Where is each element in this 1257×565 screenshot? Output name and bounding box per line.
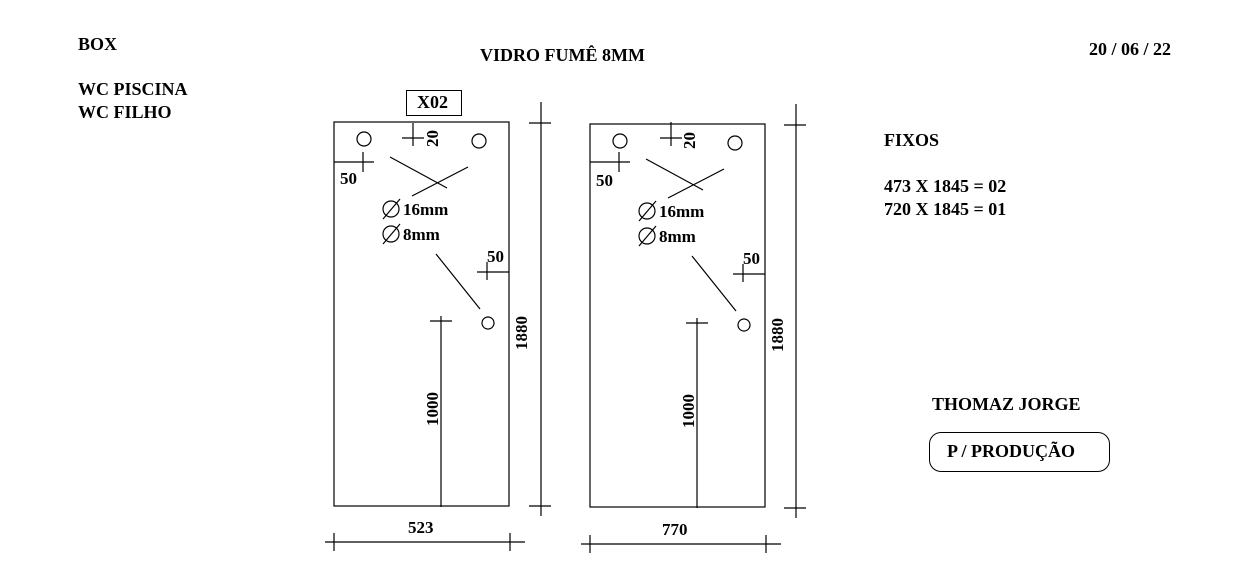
summary-line-2: 720 X 1845 = 01 <box>884 199 1007 219</box>
panel-1-outline <box>333 121 510 507</box>
panel-2-offset-side-label: 50 <box>596 171 613 190</box>
drawing-title: VIDRO FUMÊ 8MM <box>480 45 645 65</box>
panel-1-hole-left <box>356 131 372 147</box>
panel-tag-box <box>406 90 462 116</box>
panel-2-hole-left <box>612 133 628 149</box>
panel-2-width-label: 770 <box>662 520 688 539</box>
panel-1-large-hole-label: 16mm <box>403 200 448 219</box>
status-stamp: P / PRODUÇÃO <box>947 441 1075 461</box>
panel-2-small-hole-label: 8mm <box>659 227 696 246</box>
panel-2-hole-handle <box>737 318 751 332</box>
location-wc-filho: WC FILHO <box>78 102 172 122</box>
panel-1-offset-side-label: 50 <box>340 169 357 188</box>
panel-2-large-hole-label: 16mm <box>659 202 704 221</box>
panel-2-hole-right <box>727 135 743 151</box>
panel-1-width-label: 523 <box>408 518 434 537</box>
summary-line-1: 473 X 1845 = 02 <box>884 176 1007 196</box>
panel-1-height-label: 1880 <box>512 316 531 350</box>
panel-2-handle-height-label: 1000 <box>679 394 698 428</box>
panel-1-hole-right <box>471 133 487 149</box>
status-stamp-box <box>929 432 1110 472</box>
summary-heading: FIXOS <box>884 130 940 150</box>
location-wc-piscina: WC PISCINA <box>78 79 188 99</box>
panel-2-height-label: 1880 <box>768 318 787 352</box>
panel-2-offset-top-label: 20 <box>680 132 699 149</box>
drawing-date: 20 / 06 / 22 <box>1089 39 1172 59</box>
client-name: THOMAZ JORGE <box>932 394 1081 414</box>
panel-1-small-hole-label: 8mm <box>403 225 440 244</box>
panel-1-offset-top-label: 20 <box>423 130 442 147</box>
panel-2-offset-edge-label: 50 <box>743 249 760 268</box>
panel-1-offset-edge-label: 50 <box>487 247 504 266</box>
panel-1-handle-height-label: 1000 <box>423 392 442 426</box>
panel-1-hole-handle <box>481 316 495 330</box>
panel-tag: X02 <box>417 92 448 112</box>
panel-2-outline <box>589 123 766 508</box>
box-label: BOX <box>78 34 118 54</box>
